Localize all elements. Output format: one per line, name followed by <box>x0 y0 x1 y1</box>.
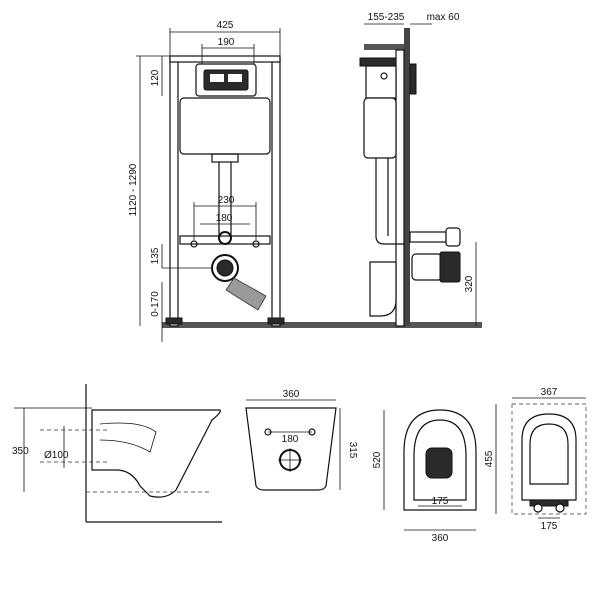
dim-120-label: 120 <box>150 69 161 86</box>
dim-320-label: 320 <box>464 275 475 292</box>
side-pipe-bend <box>375 235 404 245</box>
dim-360-top-label: 360 <box>432 533 449 544</box>
side-cistern <box>363 97 397 159</box>
right-upright <box>271 57 281 327</box>
floor-slab <box>162 322 482 328</box>
dim-175-seat-label: 175 <box>541 521 558 532</box>
bowl-top-drain <box>425 447 453 479</box>
bolt-crossbar <box>179 235 271 245</box>
side-plate-back <box>409 63 417 95</box>
bowl-back-view: 360 180 315 <box>245 389 358 491</box>
cistern <box>179 97 271 155</box>
bowl-body <box>91 409 221 498</box>
side-actuator <box>365 65 397 99</box>
dim-367-label: 367 <box>541 387 558 398</box>
dim-350-label: 350 <box>12 446 29 457</box>
side-drain-end <box>439 251 461 283</box>
dim-100-label: Ø100 <box>44 450 69 461</box>
bowl-top-inner <box>413 419 467 501</box>
dim-190-label: 190 <box>218 37 235 48</box>
front-view-frame: 425 190 120 1120 - 1290 230 180 135 0-17… <box>128 20 482 342</box>
side-drain-socket <box>411 253 443 281</box>
dim-gap-label: max 60 <box>427 12 460 23</box>
bowl-back-outline <box>245 407 337 491</box>
dim-315-label: 315 <box>347 442 358 459</box>
dim-depth-label: 155-235 <box>368 12 405 23</box>
side-plate-top <box>359 57 397 67</box>
flush-button-right <box>228 74 242 82</box>
side-actuator-knob <box>380 72 388 80</box>
seat-hinge-left <box>533 503 543 513</box>
drain-elbow <box>225 277 267 311</box>
flush-button-left <box>210 74 224 82</box>
bowl-side-view: 350 Ø100 <box>12 384 222 523</box>
bowl-inner-curve <box>99 422 157 453</box>
seat-bounding-dash <box>511 403 587 515</box>
dim-360-back-label: 360 <box>283 389 300 400</box>
side-connector-cap <box>445 227 461 247</box>
bolt-right <box>252 240 260 248</box>
dim-total-label: 1120 - 1290 <box>128 163 139 216</box>
seat-top-view: 367 455 175 <box>484 387 587 532</box>
wall-bracket <box>364 44 404 50</box>
side-upright <box>395 49 405 327</box>
side-drain-elbow <box>369 261 397 317</box>
wall <box>404 28 410 326</box>
side-view-frame: 155-235 max 60 320 <box>359 12 477 327</box>
cistern-outlet <box>211 153 239 163</box>
bowl-top-view: 520 360 175 <box>372 409 477 544</box>
seat-hinge-right <box>555 503 565 513</box>
left-foot <box>165 317 183 325</box>
flush-connection <box>218 231 232 245</box>
dim-135-label: 135 <box>150 247 161 264</box>
bolt-left <box>190 240 198 248</box>
dim-foot-label: 0-170 <box>150 291 161 317</box>
dim-180-label: 180 <box>216 213 233 224</box>
right-foot <box>267 317 285 325</box>
seat-outline <box>521 413 577 501</box>
left-upright <box>169 57 179 327</box>
dim-455-label: 455 <box>484 450 495 467</box>
dim-180-back-label: 180 <box>282 434 299 445</box>
top-crossbar <box>169 55 281 63</box>
side-connector <box>409 231 447 243</box>
seat-inner <box>529 423 569 485</box>
dim-425-label: 425 <box>217 20 234 31</box>
seat-hinge-bar <box>529 499 569 507</box>
dim-230-label: 230 <box>218 195 235 206</box>
drain-outlet-inner <box>216 259 234 277</box>
dim-175-top-label: 175 <box>432 496 449 507</box>
dim-520-label: 520 <box>372 451 383 468</box>
